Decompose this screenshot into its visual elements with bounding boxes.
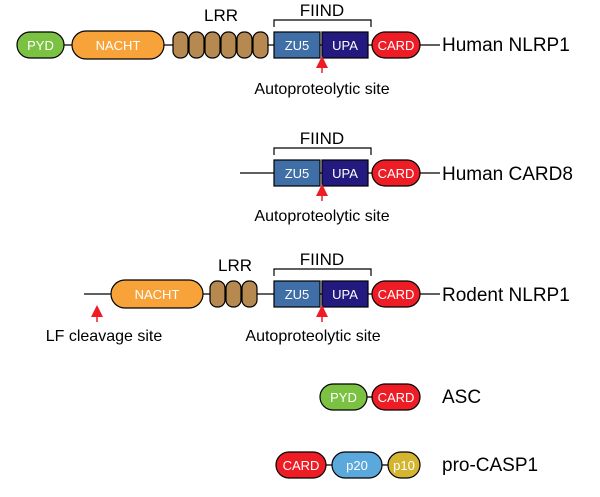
lrr-repeat [241, 280, 258, 308]
card-domain [371, 383, 421, 411]
card-label: CARD [378, 166, 415, 181]
lrr-repeat [188, 31, 205, 59]
card-label: CARD [283, 458, 320, 473]
protein-name: ASC [442, 387, 481, 408]
autoproteolytic-label: Autoproteolytic site [254, 81, 389, 98]
lrr-repeats [209, 280, 258, 308]
upa-label: UPA [332, 166, 358, 181]
pyd-label: PYD [330, 390, 357, 405]
card-domain [371, 280, 421, 308]
card-label: CARD [378, 390, 415, 405]
protein-name: Human CARD8 [442, 164, 573, 185]
upa-domain [321, 31, 369, 59]
lrr-repeat [209, 280, 226, 308]
lrr-label: LRR [218, 256, 252, 275]
upa-domain [321, 159, 369, 187]
row-pro-casp1: CARD p20 p10 pro-CASP1 [275, 451, 538, 479]
p20-label: p20 [346, 458, 368, 473]
protein-name: Rodent NLRP1 [442, 285, 570, 306]
zu5-domain [273, 280, 321, 308]
lrr-repeat [225, 280, 242, 308]
upa-domain [321, 280, 369, 308]
card-domain [371, 159, 421, 187]
fiind-bracket [273, 268, 372, 276]
card-domain [275, 451, 327, 479]
lf-cleavage-label: LF cleavage site [46, 328, 163, 345]
zu5-label: ZU5 [285, 38, 310, 53]
row-asc: PYD CARD ASC [319, 383, 481, 411]
nacht-label: NACHT [96, 38, 141, 53]
p10-label: p10 [393, 458, 415, 473]
zu5-label: ZU5 [285, 166, 310, 181]
fiind-label: FIIND [300, 250, 344, 269]
lrr-repeat [204, 31, 221, 59]
zu5-domain [273, 31, 321, 59]
fiind-label: FIIND [300, 1, 344, 20]
p10-domain [387, 451, 421, 479]
pyd-domain [319, 383, 368, 411]
row-human-nlrp1: PYD NACHT LRR FIIND ZU5 UPA CARD Autopro… [16, 1, 570, 98]
nacht-domain [71, 30, 165, 60]
lrr-repeat [252, 31, 269, 59]
zu5-label: ZU5 [285, 287, 310, 302]
upa-label: UPA [332, 287, 358, 302]
protein-name: Human NLRP1 [442, 35, 570, 56]
lrr-repeats [172, 31, 269, 59]
protein-name: pro-CASP1 [442, 455, 538, 476]
fiind-label: FIIND [300, 129, 344, 148]
lrr-label: LRR [204, 6, 238, 25]
fiind-bracket [273, 147, 372, 155]
card-label: CARD [378, 287, 415, 302]
lrr-repeat [220, 31, 237, 59]
pyd-label: PYD [27, 38, 54, 53]
pyd-domain [16, 31, 65, 59]
row-human-card8: FIIND ZU5 UPA CARD Autoproteolytic site … [240, 129, 573, 225]
p20-domain [331, 451, 383, 479]
lrr-repeat [236, 31, 253, 59]
fiind-bracket [273, 19, 372, 27]
card-domain [371, 31, 421, 59]
autoproteolytic-label: Autoproteolytic site [254, 208, 389, 225]
upa-label: UPA [332, 38, 358, 53]
lrr-repeat [172, 31, 189, 59]
nacht-label: NACHT [135, 287, 180, 302]
row-rodent-nlrp1: NACHT LRR FIIND ZU5 UPA CARD LF cleavage… [46, 250, 570, 345]
autoproteolytic-label: Autoproteolytic site [245, 328, 380, 345]
nacht-domain [110, 279, 204, 309]
zu5-domain [273, 159, 321, 187]
card-label: CARD [378, 38, 415, 53]
